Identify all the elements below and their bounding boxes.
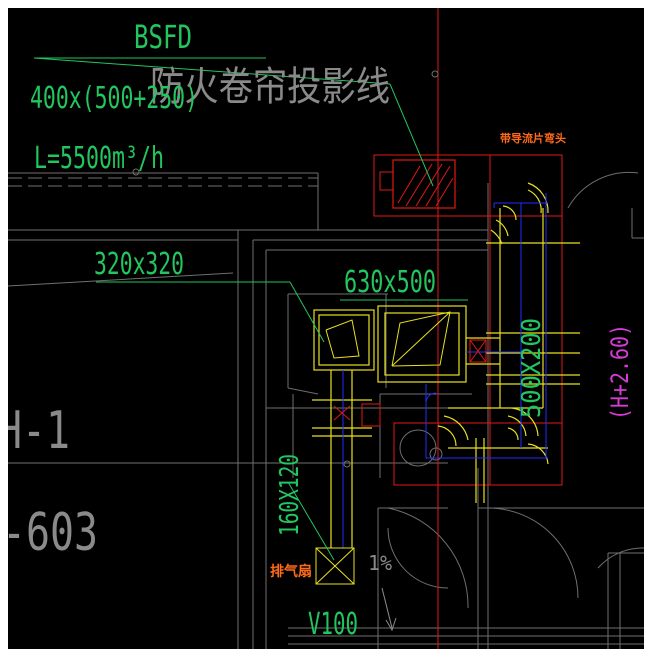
duct-system [312,182,580,548]
guide-vane-label: 带导流片弯头 [500,131,566,145]
fire-damper-bsfd[interactable] [379,159,456,209]
dashed-guideline [8,177,318,187]
exhaust-fan-label: 排气扇 [270,563,312,580]
hvac-plan-drawing: 防火卷帘投影线 BSFD 400x(500+250) L=5500m³/h 32… [8,8,644,649]
duct-500x200-label: 500X200 [517,318,547,418]
main-duct-size-label: 400x(500+250) [30,81,198,116]
exhaust-fan-symbol[interactable] [315,547,355,585]
fire-curtain-label: 防火卷帘投影线 [150,64,390,110]
marker-dot [431,70,439,78]
room-tag-label: H-1 [8,401,70,461]
duct-160-label: 160X120 [275,454,305,536]
marker-dot [343,460,351,468]
duct-320-label: 320x320 [94,247,184,282]
volume-damper[interactable] [333,339,487,421]
slope-arrow [381,587,397,632]
duct-centerlines [342,193,548,548]
marker-dot [132,168,140,176]
leader-lines [33,57,468,561]
room-number-label: -603 [8,503,98,563]
airflow-label: L=5500m³/h [34,141,164,176]
elevation-label: (H+2.60) [606,324,634,420]
duct-630-label: 630x500 [344,265,436,300]
cad-drawing-canvas[interactable]: 防火卷帘投影线 BSFD 400x(500+250) L=5500m³/h 32… [8,8,644,649]
slope-label: 1% [368,551,392,575]
architectural-walls [8,171,644,649]
red-outlines [361,154,563,486]
bsfd-label: BSFD [134,18,192,56]
v100-label: V100 [308,607,358,642]
